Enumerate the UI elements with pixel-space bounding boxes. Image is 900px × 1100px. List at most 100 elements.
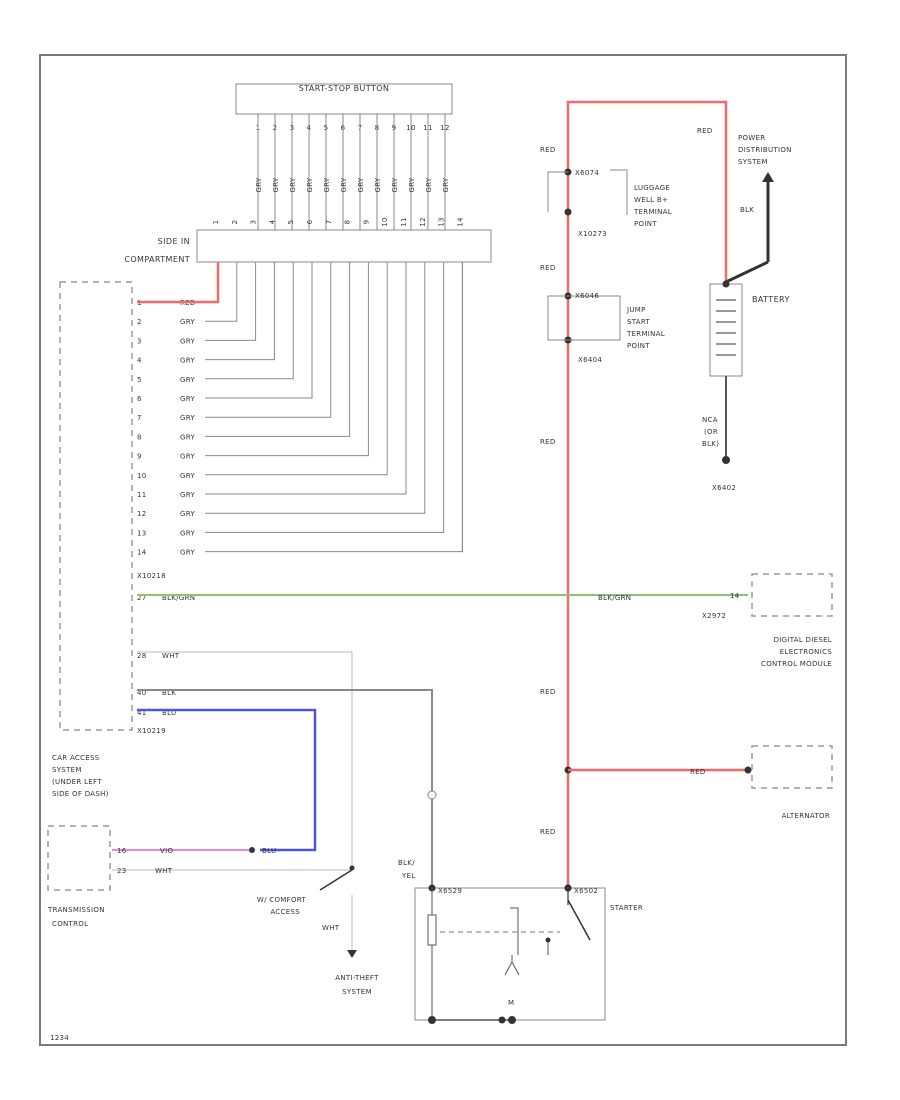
- side-connector-pin-label: 10: [381, 217, 389, 227]
- anti-theft-arrow-icon: [347, 950, 357, 958]
- wire-blu-cas41: [137, 708, 317, 852]
- power-dist-label-3: SYSTEM: [738, 158, 768, 166]
- start-stop-button-box: [235, 83, 453, 115]
- car-access-wire-label: GRY: [180, 491, 195, 499]
- start-stop-wire-label: GRY: [340, 177, 348, 192]
- side-connector-pin-label: 6: [306, 219, 314, 224]
- power-dist-label-1: POWER: [738, 134, 765, 142]
- side-connector-box: [196, 229, 492, 263]
- side-connector-pin-label: 9: [362, 220, 370, 225]
- battery: BATTERY NCA (OR BLK) X6402: [702, 280, 789, 492]
- diagram-frame: [39, 54, 847, 1046]
- car-access-label-1: CAR ACCESS: [52, 754, 100, 762]
- jump-conn-bottom: X6404: [578, 356, 602, 364]
- car-access-wire-label: GRY: [180, 510, 195, 518]
- luggage-label-bracket: [610, 169, 628, 215]
- car-access-pin-label: 2: [137, 318, 142, 326]
- car-access-gray-wire: [205, 262, 426, 514]
- side-connector-pin-label: 2: [231, 220, 239, 225]
- starter-conn-right: X6502: [574, 887, 598, 895]
- car-access-label-4: SIDE OF DASH): [52, 790, 109, 798]
- red-label-4: RED: [540, 688, 556, 696]
- fuse-link-icon: [427, 790, 437, 800]
- battery-ground-wire-2: (OR: [704, 428, 718, 436]
- car-access-pin-label: 8: [137, 433, 142, 441]
- car-access-pin-label: 11: [137, 491, 147, 499]
- car-access-wire-label: GRY: [180, 357, 195, 365]
- transmission-pin-bottom: 23: [117, 867, 127, 875]
- car-access-connector-bottom: X10219: [137, 727, 166, 735]
- starter-motor-symbol: [504, 960, 520, 976]
- comfort-label-2: ACCESS: [270, 908, 300, 916]
- starter-ground-mark: M: [508, 999, 514, 1007]
- car-access-wire-label: GRY: [180, 453, 195, 461]
- car-access-label-2: SYSTEM: [52, 766, 82, 774]
- battery-symbol: [709, 283, 743, 377]
- starter-ground-right: [508, 1016, 516, 1024]
- car-access-gray-wire: [205, 262, 407, 495]
- alternator-label: ALTERNATOR: [782, 812, 830, 820]
- jump-conn-top: X6046: [575, 292, 599, 300]
- comfort-switch-contact: [349, 865, 355, 871]
- car-access-pin-label: 7: [137, 414, 142, 422]
- wire-blk-cas40: [137, 689, 433, 888]
- side-connector-pin-label: 8: [344, 220, 352, 225]
- starter-label: STARTER: [610, 904, 643, 912]
- start-stop-wire-label: GRY: [255, 177, 263, 192]
- car-access-pin-label: 13: [137, 529, 147, 537]
- luggage-terminal-bracket: [547, 171, 568, 212]
- ddecm-label-1: DIGITAL DIESEL: [774, 636, 832, 644]
- side-connector-pin-label: 13: [438, 217, 446, 227]
- jump-label-1: JUMP: [626, 306, 646, 314]
- car-access-pin-label: 12: [137, 510, 147, 518]
- power-dist-label-2: DISTRIBUTION: [738, 146, 792, 154]
- car-access-wire-41: BLU: [162, 709, 176, 717]
- red-power-bus: RED RED RED RED RED RED X6074 X10273 LUG…: [540, 100, 728, 892]
- battery-ground-point: [722, 456, 730, 464]
- wire-red-cas-pin1: [137, 262, 220, 304]
- transmission-wire-top: VIO: [160, 847, 173, 855]
- comfort-access-switch: W/ COMFORT ACCESS WHT ANTI-THEFT SYSTEM: [257, 865, 379, 996]
- car-access-wire-40: BLK: [162, 689, 176, 697]
- car-access-pin-41: 41: [137, 709, 147, 717]
- jump-label-2: START: [627, 318, 651, 326]
- car-access-gray-wire: [205, 262, 257, 341]
- side-connector-pin-label: 5: [287, 220, 295, 225]
- car-access-gray-wire: [205, 262, 238, 322]
- start-stop-wire-label: GRY: [408, 177, 416, 192]
- car-access-pin-label: 3: [137, 337, 142, 345]
- car-access-gray-wire: [205, 262, 445, 533]
- car-access-connector-top: X10218: [137, 572, 166, 580]
- car-access-module: [59, 281, 133, 731]
- alternator-terminal: [744, 766, 752, 774]
- starter-motor-contact: [545, 937, 551, 943]
- starter-conn-left: X6529: [438, 887, 462, 895]
- car-access-gray-wire: [205, 262, 351, 437]
- wire-red-main: [566, 100, 728, 888]
- start-stop-wire-label: GRY: [391, 177, 399, 192]
- battery-ground-wire-1: NCA: [702, 416, 718, 424]
- red-label-6: RED: [697, 127, 713, 135]
- car-access-wire-label: GRY: [180, 472, 195, 480]
- alternator-module: [751, 745, 833, 789]
- start-stop-wire-label: GRY: [306, 177, 314, 192]
- transmission-label-1: TRANSMISSION: [47, 906, 105, 914]
- side-connector-label-2: COMPARTMENT: [124, 255, 190, 264]
- starter-wire-1: BLK/: [398, 859, 415, 867]
- car-access-wire-label: GRY: [180, 529, 195, 537]
- car-access-wire-label: GRY: [180, 549, 195, 557]
- transmission-pin-top: 16: [117, 847, 127, 855]
- ddecm-label-2: ELECTRONICS: [780, 648, 832, 656]
- jump-terminal-box: [547, 295, 621, 341]
- starter-coil-right: [510, 907, 519, 955]
- side-connector-pin-label: 11: [400, 217, 408, 227]
- car-access-wire-label: GRY: [180, 433, 195, 441]
- ddecm-pin: 14: [730, 592, 740, 600]
- car-access-gray-wire: [205, 262, 294, 380]
- transmission-module: [47, 825, 111, 891]
- car-access-gray-wire: [205, 262, 388, 476]
